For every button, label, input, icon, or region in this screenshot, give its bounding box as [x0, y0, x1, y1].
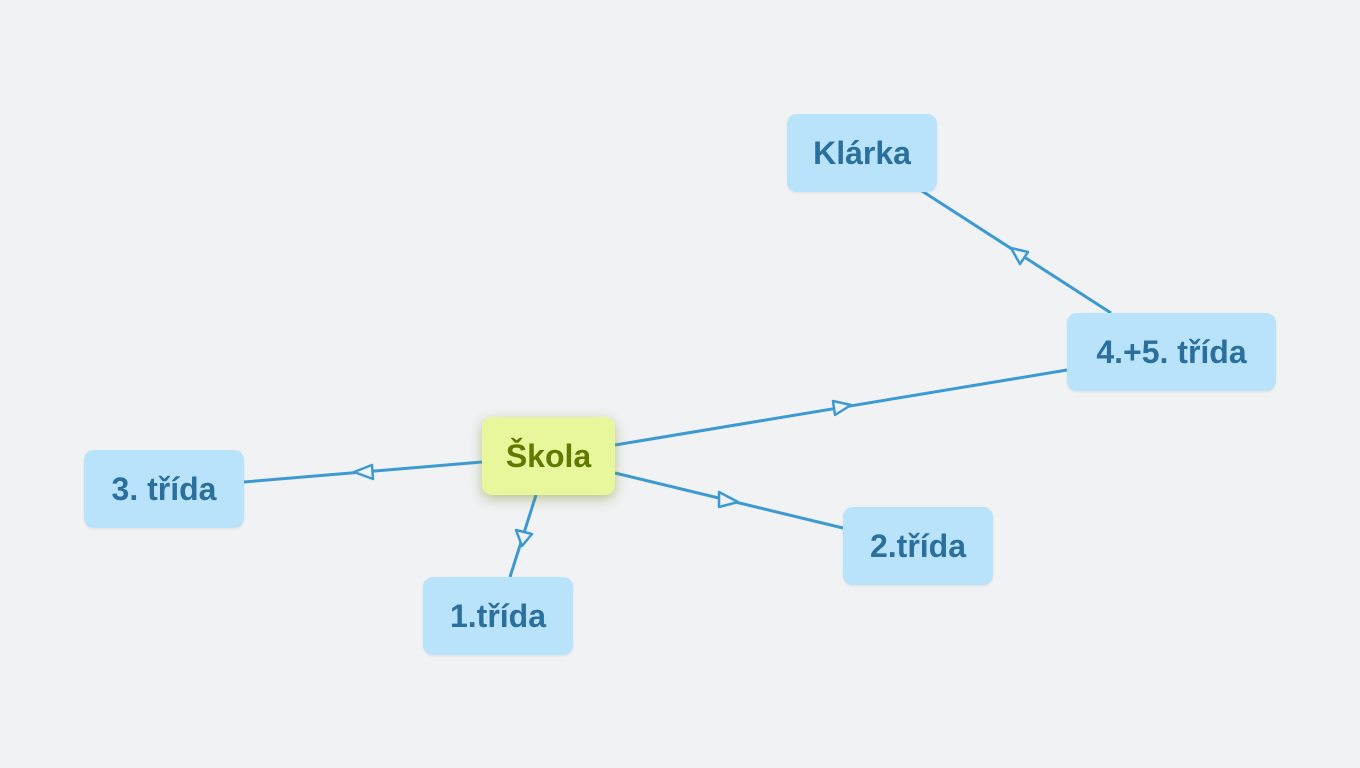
edge-arrow — [831, 399, 853, 417]
node-trida-2[interactable]: 2.třída — [843, 507, 993, 585]
node-trida-4-5[interactable]: 4.+5. třída — [1067, 313, 1276, 391]
node-label: 3. třída — [111, 470, 217, 507]
edge-arrow — [1009, 246, 1030, 266]
node-trida-3[interactable]: 3. třída — [84, 450, 244, 528]
node-label: 2.třída — [869, 527, 967, 564]
node-label: 1.třída — [449, 597, 547, 634]
node-trida-1[interactable]: 1.třída — [423, 577, 573, 655]
edge-arrow — [514, 528, 534, 548]
edge-arrow — [717, 490, 740, 509]
node-label: 4.+5. třída — [1096, 333, 1247, 370]
edge-root-to-trida45 — [614, 368, 1068, 447]
node-label: Klárka — [813, 134, 911, 171]
edge-trida45-to-klarka — [921, 189, 1112, 315]
edge-arrow — [352, 463, 375, 481]
edge-root-to-trida3 — [243, 460, 483, 484]
edge-root-to-trida2 — [614, 471, 844, 530]
edge-root-to-trida1 — [508, 494, 538, 578]
node-root-skola[interactable]: Škola — [482, 417, 615, 495]
node-klarka[interactable]: Klárka — [787, 114, 937, 192]
node-label: Škola — [505, 437, 592, 474]
